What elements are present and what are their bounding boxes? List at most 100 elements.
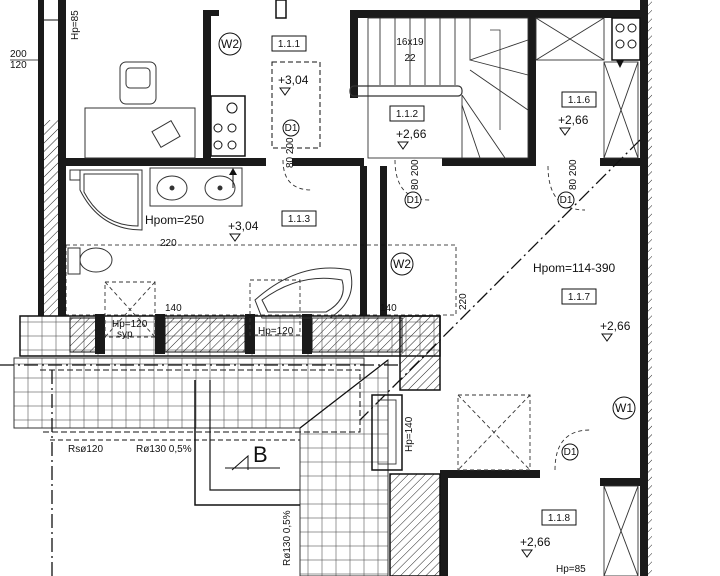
dim-220-vertical: 220 — [458, 293, 469, 310]
level-mark: +3,04 — [278, 73, 309, 87]
door-tag-circle — [404, 191, 422, 209]
roof-tiles — [13, 357, 389, 576]
void-1 — [535, 17, 605, 61]
dim-door-80-200: 80 200 — [285, 137, 296, 168]
window-tag-circle — [218, 32, 242, 56]
section-mark-arrow — [231, 454, 249, 471]
post-1 — [95, 314, 105, 354]
window-tags: W2 W2 W1 — [218, 32, 636, 420]
bathtub — [254, 267, 353, 319]
wall-stair-right — [528, 18, 536, 163]
wall-lower-right-top — [600, 478, 640, 486]
void-1-x — [535, 17, 605, 61]
level-triangle — [397, 141, 409, 150]
room-tag-1-1-1: 1.1.1 — [278, 39, 301, 50]
room-tag-1-1-3: 1.1.3 — [288, 214, 311, 225]
stair-label: 16x19 22 — [396, 37, 424, 64]
wall-hall-divider — [360, 166, 367, 341]
drain-pipe-line — [194, 380, 300, 506]
level-triangle — [229, 233, 241, 242]
utility-valve-7 — [615, 39, 625, 49]
roof-hip-line — [299, 359, 389, 429]
room-tag-1-1-8: 1.1.8 — [548, 513, 571, 524]
roof-ridge-line — [359, 139, 641, 421]
void-2-x — [603, 61, 639, 159]
walls — [38, 0, 652, 576]
door-swing-2 — [394, 159, 431, 201]
gutter-outline — [40, 369, 361, 433]
room-tag-1-1-7: 1.1.7 — [568, 292, 591, 303]
utility-valve-2 — [227, 123, 237, 133]
office-furniture — [44, 19, 196, 159]
window-tag-w1: W1 — [615, 401, 633, 415]
post-2 — [155, 314, 165, 354]
toilet-cistern — [67, 247, 81, 275]
stair-size: 16x19 — [396, 37, 424, 48]
wall-hall-top — [292, 158, 362, 166]
wall-left-inner — [58, 0, 66, 345]
room-tag-box — [281, 210, 317, 227]
door-swing-4 — [554, 429, 591, 471]
skylight-1-x — [457, 394, 531, 471]
gutter-pipe-label: Rsø120 — [68, 444, 103, 455]
dim-200: 200 — [10, 49, 27, 60]
office-chair-seat — [125, 67, 151, 89]
washbasin-right — [204, 175, 236, 201]
skylight-2 — [377, 399, 397, 465]
insulation-block-3 — [311, 317, 403, 353]
skylight-bath-1 — [104, 281, 156, 338]
level-triangle — [559, 127, 571, 136]
utility-panel-2 — [611, 17, 641, 61]
wall-stair-left — [350, 10, 358, 98]
gutter-pipe-label-vertical: Rø130 0,5% — [282, 510, 293, 566]
door-tag-circle — [557, 191, 575, 209]
window-height-hp140: Hp=140 — [404, 416, 415, 452]
structural-hatched-walls — [19, 314, 441, 576]
window-tag-circle — [612, 396, 636, 420]
window-height-hp85: Hp=85 — [556, 564, 586, 575]
room-tag-box — [389, 105, 425, 122]
wall-hall-divider-2 — [380, 166, 387, 326]
wall-stair-top — [350, 10, 640, 18]
post-4 — [302, 314, 312, 354]
section-mark-label: B — [253, 442, 268, 467]
door-tag-d1: D1 — [564, 447, 577, 458]
level-mark: +2,66 — [600, 319, 631, 333]
dim-120: 120 — [10, 60, 27, 71]
stair-winder — [461, 104, 481, 159]
shower-tray — [79, 169, 143, 231]
window-height-hp120: Hp=120 — [112, 319, 148, 330]
utility-valve-3 — [213, 140, 223, 150]
height-labels: Hpom=250 Hpom=114-390 — [145, 213, 615, 275]
drain-left — [169, 185, 175, 191]
level-mark: +2,66 — [396, 127, 427, 141]
attic-hatch-outline — [271, 61, 321, 149]
lower-column — [389, 473, 441, 576]
vanity-top — [149, 167, 243, 207]
washbasin-left — [156, 175, 188, 201]
utility-boxes — [210, 0, 641, 157]
room-tag-box — [561, 288, 597, 305]
room-tag-1-1-2: 1.1.2 — [396, 109, 419, 120]
wall-lower-left — [440, 470, 448, 576]
wall-bath-top — [66, 158, 266, 166]
door-swing-1 — [282, 159, 313, 191]
utility-valve-4 — [227, 140, 237, 150]
drain-right — [217, 185, 223, 191]
stair-handrail — [349, 85, 463, 97]
desk — [84, 107, 196, 159]
wall-right-room-top — [600, 158, 640, 166]
wall-lower-top — [440, 470, 540, 478]
level-triangle — [279, 87, 291, 96]
skylight-bath-1-x — [104, 281, 156, 338]
door-tag-d1: D1 — [407, 195, 420, 206]
dim-door-80-200: 80 200 — [568, 159, 579, 190]
skylight-1 — [457, 394, 531, 471]
insulation-block-2 — [164, 317, 246, 353]
door-tag-d1: D1 — [285, 123, 298, 134]
level-mark: +3,04 — [228, 219, 259, 233]
utility-gauge — [226, 102, 238, 114]
level-triangle — [601, 333, 613, 342]
floor-drain — [69, 169, 81, 181]
door-tag-circle — [282, 119, 300, 137]
